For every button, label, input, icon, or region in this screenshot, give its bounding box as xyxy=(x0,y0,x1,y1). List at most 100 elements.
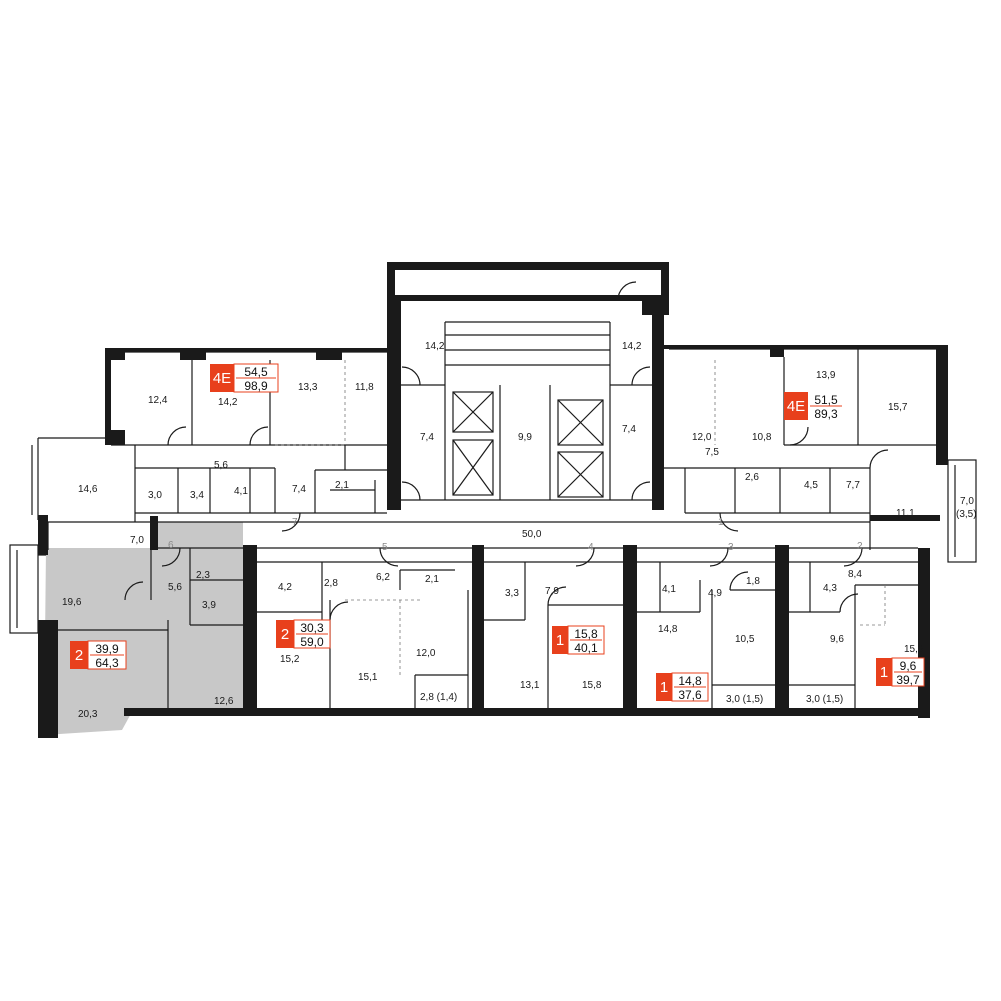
room-area: 6,2 xyxy=(376,572,390,583)
badge-living-area: 30,3 xyxy=(300,621,324,635)
badge-type: 4Е xyxy=(213,370,231,387)
structural-walls xyxy=(38,262,948,738)
badge-type: 2 xyxy=(281,626,289,643)
entrance-number: 6 xyxy=(168,540,174,551)
badge-type-box xyxy=(210,364,234,392)
room-area: 19,6 xyxy=(62,597,82,608)
room-area: 7,5 xyxy=(705,447,719,458)
doors xyxy=(124,281,889,621)
room-area: 3,3 xyxy=(505,588,519,599)
apartment-badge[interactable]: 1 9,6 39,7 xyxy=(876,657,925,687)
room-area: 12,0 xyxy=(416,648,436,659)
room-area: 2,3 xyxy=(196,570,210,581)
entrance-number: 5 xyxy=(382,542,388,553)
room-area: 13,1 xyxy=(520,680,540,691)
badge-living-area: 54,5 xyxy=(244,365,268,379)
badge-type: 1 xyxy=(660,679,668,696)
room-area: 2,6 xyxy=(745,472,759,483)
room-area: 1,8 xyxy=(746,576,760,587)
apartment-badge[interactable]: 1 15,8 40,1 xyxy=(552,625,605,655)
room-area: 2,8 xyxy=(324,578,338,589)
badge-total-area: 64,3 xyxy=(95,656,119,670)
room-area: 10,8 xyxy=(752,432,772,443)
badge-living-area: 51,5 xyxy=(814,393,838,407)
room-area: 3,9 xyxy=(202,600,216,611)
badge-living-area: 14,8 xyxy=(678,674,702,688)
room-area: 14,2 xyxy=(425,341,445,352)
badge-total-area: 98,9 xyxy=(244,379,268,393)
room-area: 13,3 xyxy=(298,382,318,393)
apartment-badge[interactable]: 2 39,9 64,3 xyxy=(70,640,127,670)
badge-type: 1 xyxy=(556,632,564,649)
room-area: 50,0 xyxy=(522,529,542,540)
badge-living-area: 9,6 xyxy=(900,659,917,673)
entrance-number: 3 xyxy=(728,542,734,553)
room-area: (3,5) xyxy=(956,509,977,520)
room-area: 7,7 xyxy=(846,480,860,491)
room-area: 7,0 xyxy=(130,535,144,546)
room-area: 14,6 xyxy=(78,484,98,495)
room-area: 7,4 xyxy=(292,484,306,495)
room-area: 10,5 xyxy=(735,634,755,645)
room-area: 7,9 xyxy=(545,586,559,597)
room-area: 9,6 xyxy=(830,634,844,645)
room-area: 2,8 (1,4) xyxy=(420,692,457,703)
room-area: 15,9 xyxy=(904,644,924,655)
room-area: 4,9 xyxy=(708,588,722,599)
entrance-number: 1 xyxy=(718,517,724,528)
badge-type: 1 xyxy=(880,664,888,681)
room-area: 3,4 xyxy=(190,490,204,501)
apartment-badges: 4Е 54,5 98,9 4Е 51,5 89,3 2 39,9 64,3 2 … xyxy=(70,363,925,702)
room-area: 15,8 xyxy=(582,680,602,691)
room-area: 11,8 xyxy=(355,382,374,393)
highlighted-apartment-fill xyxy=(44,522,243,735)
badge-total-area: 59,0 xyxy=(300,635,324,649)
room-area: 5,6 xyxy=(214,460,228,471)
room-area: 7,4 xyxy=(420,432,434,443)
room-area: 14,2 xyxy=(622,341,642,352)
room-area: 3,0 (1,5) xyxy=(726,694,763,705)
badge-type-box xyxy=(784,392,808,420)
badge-type-box xyxy=(70,641,88,669)
room-area: 4,3 xyxy=(823,583,837,594)
apartment-badge[interactable]: 1 14,8 37,6 xyxy=(656,672,709,702)
room-area: 4,2 xyxy=(278,582,292,593)
room-area: 4,5 xyxy=(804,480,818,491)
badge-type-box xyxy=(276,620,294,648)
room-area: 4,1 xyxy=(234,486,248,497)
apartment-badge[interactable]: 4Е 51,5 89,3 xyxy=(784,392,844,421)
room-area: 14,2 xyxy=(218,397,238,408)
apartment-badge[interactable]: 4Е 54,5 98,9 xyxy=(210,363,279,393)
interior-walls xyxy=(9,321,977,710)
room-area: 7,0 xyxy=(960,496,974,507)
apartment-badge[interactable]: 2 30,3 59,0 xyxy=(276,619,331,649)
room-area: 15,1 xyxy=(358,672,378,683)
room-area: 9,9 xyxy=(518,432,532,443)
room-area: 5,6 xyxy=(168,582,182,593)
room-area-labels: 12,4 14,2 13,3 11,8 14,2 14,2 13,9 15,7 … xyxy=(62,341,977,720)
badge-total-area: 39,7 xyxy=(896,673,920,687)
badge-type: 4Е xyxy=(787,398,805,415)
entrance-number: 7 xyxy=(292,517,298,528)
room-area: 13,9 xyxy=(816,370,836,381)
room-area: 15,7 xyxy=(888,402,908,413)
room-area: 20,3 xyxy=(78,709,98,720)
badge-type-box xyxy=(656,673,672,701)
room-area: 12,4 xyxy=(148,395,168,406)
badge-total-area: 37,6 xyxy=(678,688,702,702)
badge-total-area: 40,1 xyxy=(574,641,598,655)
room-area: 3,0 (1,5) xyxy=(806,694,843,705)
room-area: 15,2 xyxy=(280,654,300,665)
room-area: 8,4 xyxy=(848,569,862,580)
dashed-partitions xyxy=(275,360,886,675)
badge-total-area: 89,3 xyxy=(814,407,838,421)
room-area: 2,1 xyxy=(335,480,349,491)
room-area: 3,0 xyxy=(148,490,162,501)
room-area: 2,1 xyxy=(425,574,439,585)
room-area: 7,4 xyxy=(622,424,636,435)
room-area: 14,8 xyxy=(658,624,678,635)
room-area: 12,0 xyxy=(692,432,712,443)
badge-living-area: 39,9 xyxy=(95,642,119,656)
room-area: 4,1 xyxy=(662,584,676,595)
